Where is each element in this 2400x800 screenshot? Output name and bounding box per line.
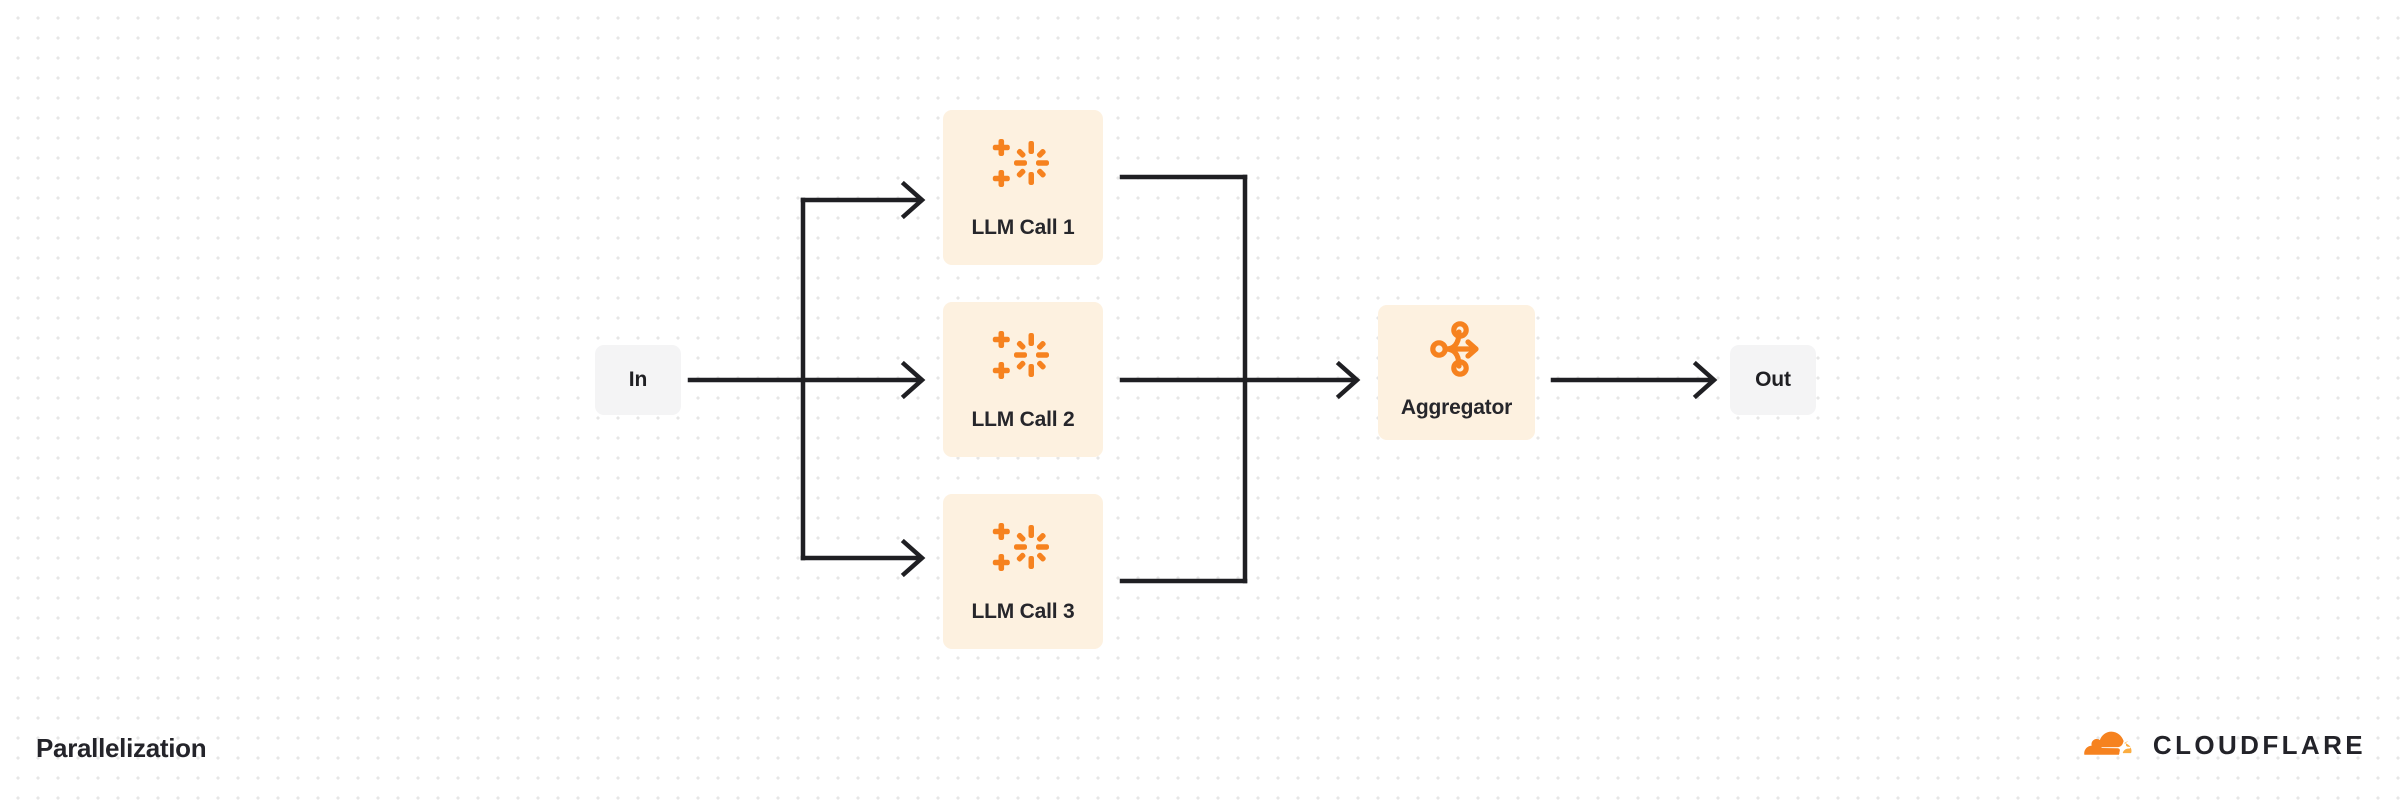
node-output-label: Out bbox=[1755, 368, 1791, 391]
node-llm-call-3[interactable]: LLM Call 3 bbox=[943, 494, 1103, 649]
node-aggregator-label: Aggregator bbox=[1400, 396, 1513, 419]
arrowhead-llm1 bbox=[900, 180, 926, 220]
merge-arrow-icon bbox=[1427, 321, 1487, 382]
arrowhead-out bbox=[1692, 360, 1718, 400]
arrowhead-llm3 bbox=[900, 538, 926, 578]
ai-sparkle-icon bbox=[992, 519, 1054, 582]
node-aggregator[interactable]: Aggregator bbox=[1378, 305, 1535, 440]
cloudflare-cloud-icon bbox=[2076, 728, 2140, 763]
node-llm-call-1[interactable]: LLM Call 1 bbox=[943, 110, 1103, 265]
ai-sparkle-icon bbox=[992, 135, 1054, 198]
node-llm-call-2-label: LLM Call 2 bbox=[971, 408, 1075, 431]
node-input-label: In bbox=[628, 368, 648, 391]
node-llm-call-3-label: LLM Call 3 bbox=[971, 600, 1075, 623]
arrowhead-llm2 bbox=[900, 360, 926, 400]
page-title: Parallelization bbox=[36, 733, 207, 763]
brand-logo: CLOUDFLARE bbox=[2076, 728, 2366, 763]
node-output[interactable]: Out bbox=[1730, 345, 1816, 415]
node-input[interactable]: In bbox=[595, 345, 681, 415]
node-llm-call-2[interactable]: LLM Call 2 bbox=[943, 302, 1103, 457]
brand-wordmark: CLOUDFLARE bbox=[2152, 730, 2366, 760]
arrowhead-aggregator bbox=[1335, 360, 1361, 400]
node-llm-call-1-label: LLM Call 1 bbox=[971, 216, 1075, 239]
ai-sparkle-icon bbox=[992, 327, 1054, 390]
